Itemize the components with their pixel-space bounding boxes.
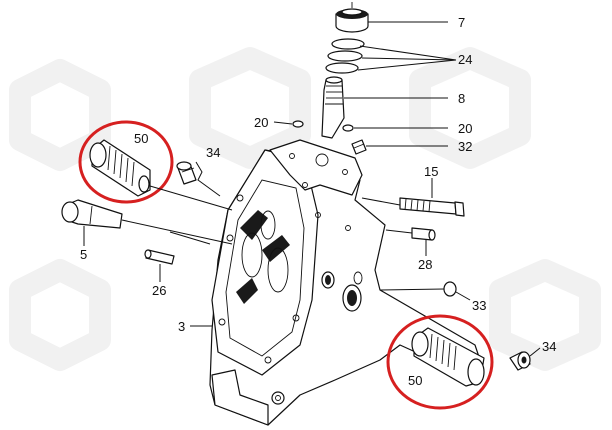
callout-33: 33	[472, 298, 486, 313]
callout-34-upper: 34	[206, 145, 220, 160]
part-34-plug-upper	[176, 161, 197, 185]
watermark-logos	[9, 47, 601, 371]
callout-50-lower: 50	[408, 373, 422, 388]
part-34-plug-lower	[509, 351, 531, 371]
part-7-cap	[335, 2, 369, 33]
callout-15: 15	[424, 164, 438, 179]
callout-labels: 7 24 8 20 20 50 34 32 15 5 28 26 33 3 34…	[80, 15, 556, 388]
part-50-cartridge-upper	[89, 139, 151, 197]
highlight-ring-lower	[386, 314, 494, 410]
callout-20-left: 20	[254, 115, 268, 130]
callout-3: 3	[178, 319, 185, 334]
callout-50-upper: 50	[134, 131, 148, 146]
callout-5: 5	[80, 247, 87, 262]
callout-34-lower: 34	[542, 339, 556, 354]
callout-20-right: 20	[458, 121, 472, 136]
part-26-dowel	[144, 249, 175, 265]
part-8-spool	[321, 76, 345, 139]
part-20-rings	[292, 120, 354, 132]
callout-28: 28	[418, 257, 432, 272]
part-50-cartridge-lower	[411, 327, 485, 387]
part-24-orings	[325, 38, 365, 74]
callout-26: 26	[152, 283, 166, 298]
part-5-plug	[61, 199, 123, 229]
callout-24: 24	[458, 52, 472, 67]
callout-8: 8	[458, 91, 465, 106]
leader-lines	[83, 21, 541, 357]
part-15-bolt	[399, 197, 465, 217]
highlight-ring-upper	[78, 120, 174, 204]
part-32-screw	[351, 139, 367, 155]
part-28-pin	[411, 227, 436, 241]
valve-body	[209, 139, 481, 426]
callout-32: 32	[458, 139, 472, 154]
callout-7: 7	[458, 15, 465, 30]
part-33-oring	[443, 281, 457, 297]
